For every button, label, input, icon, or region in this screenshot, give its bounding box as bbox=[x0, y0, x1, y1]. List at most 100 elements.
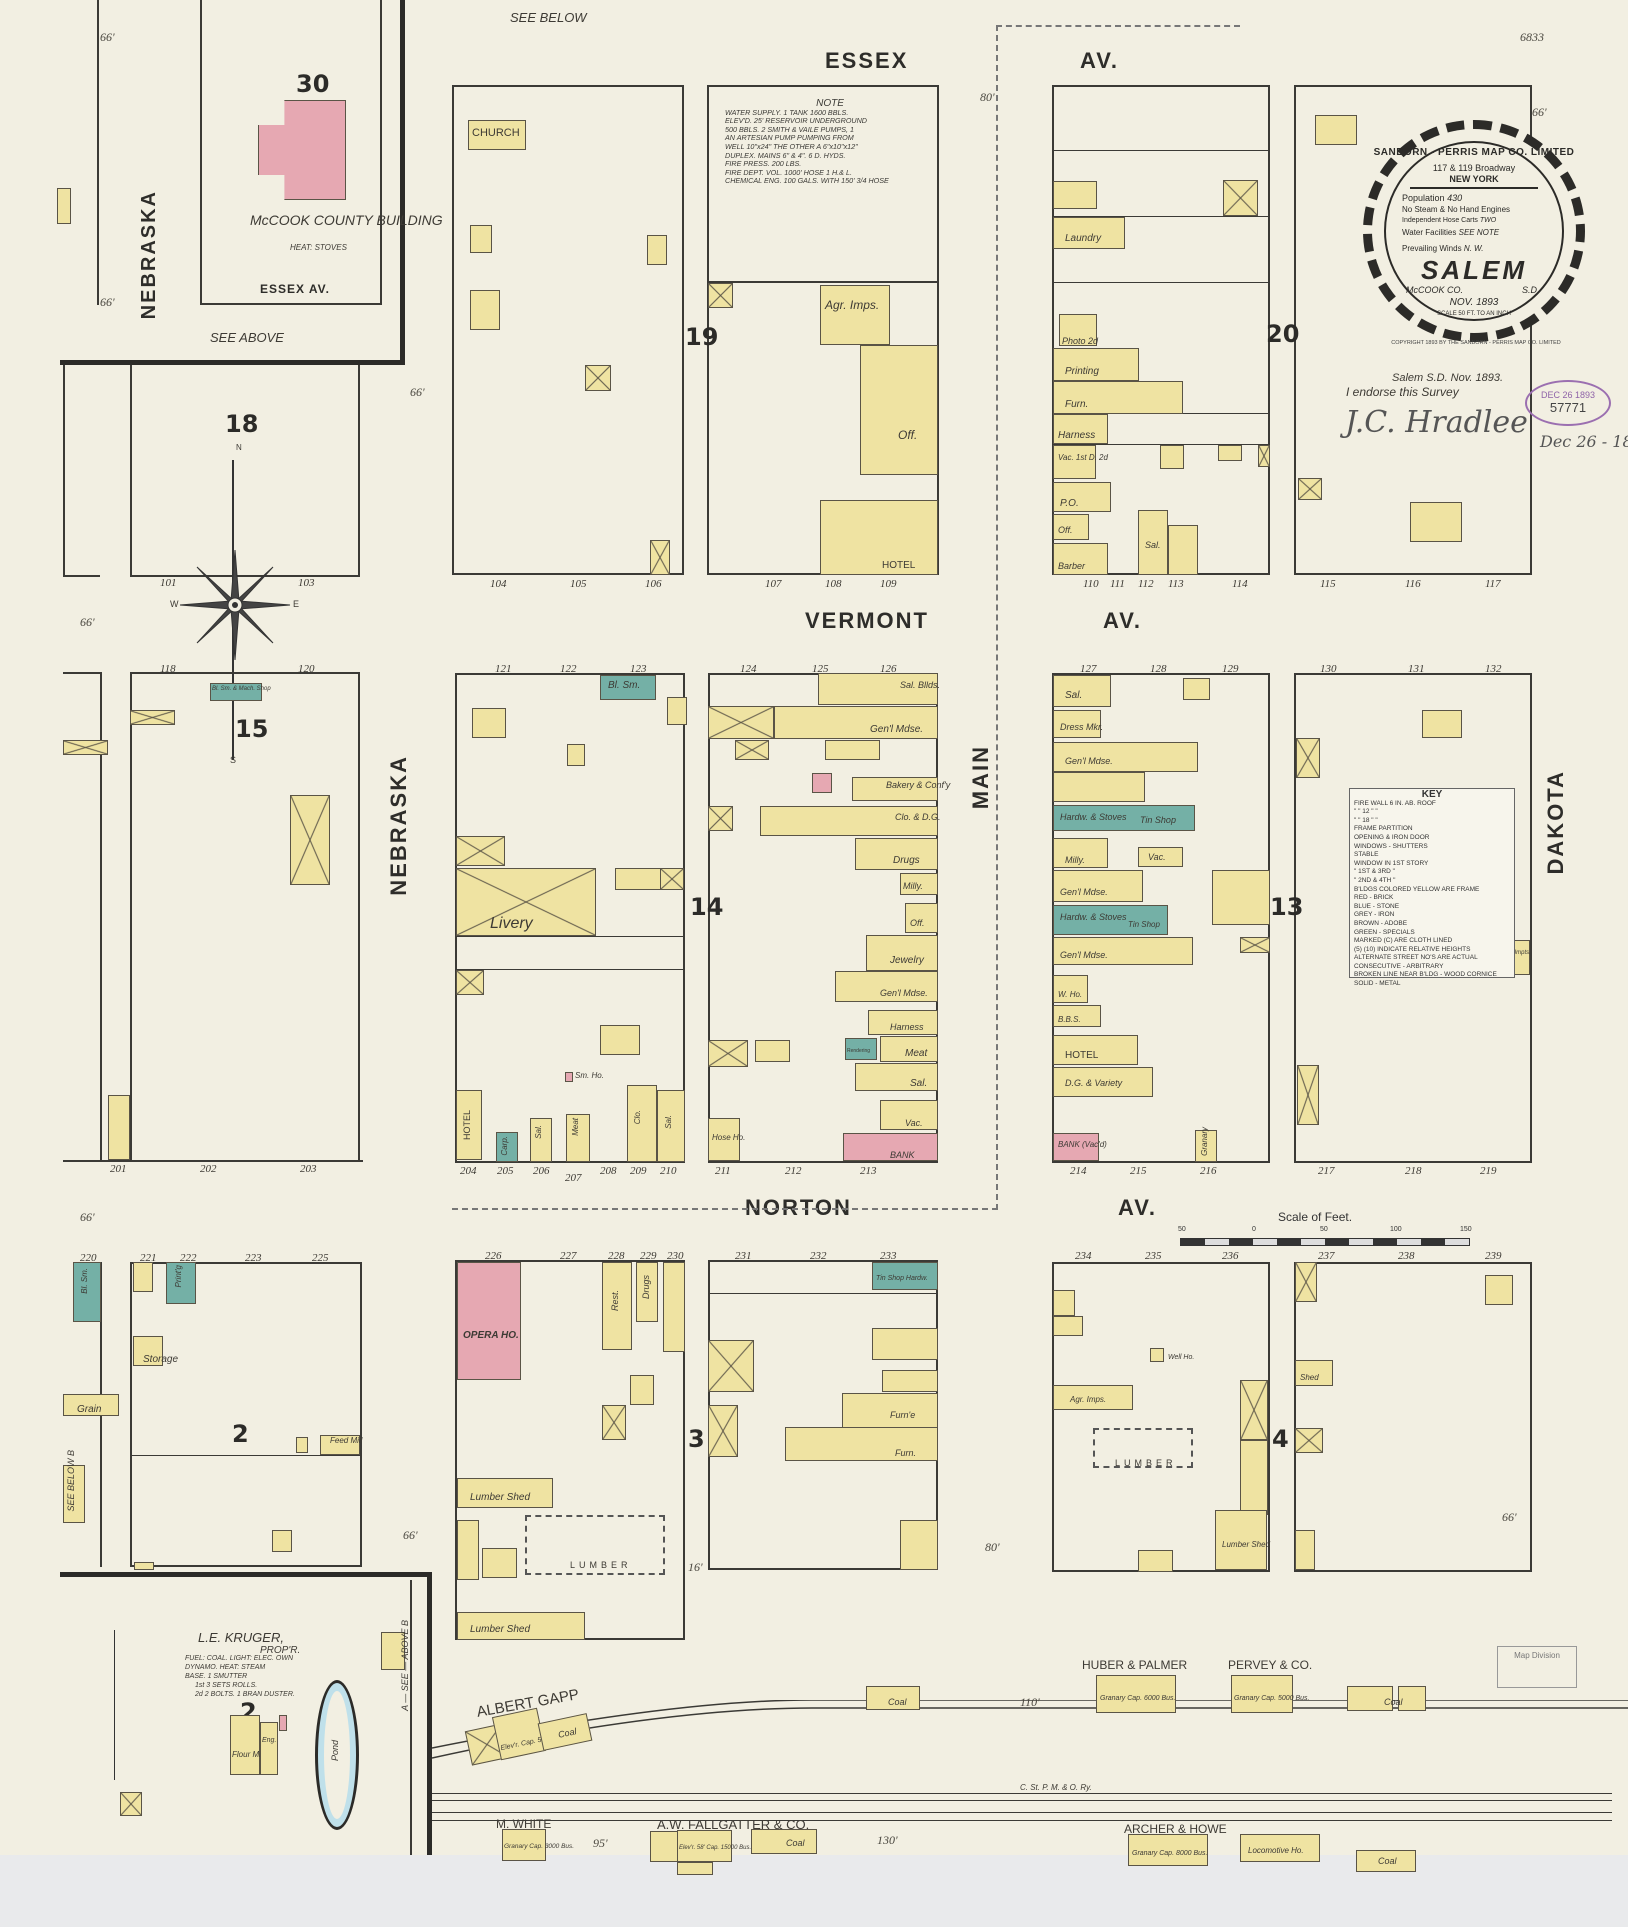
lot-line bbox=[1052, 282, 1270, 283]
grain bbox=[63, 1394, 119, 1416]
building bbox=[708, 806, 733, 831]
lot-number: 121 bbox=[495, 663, 512, 675]
block-2 bbox=[130, 1262, 362, 1567]
feed-mill bbox=[320, 1435, 360, 1455]
genl-mdse-label-5: Gen'l Mdse. bbox=[1060, 950, 1108, 960]
street-label-nebraska: NEBRASKA bbox=[386, 755, 411, 896]
mill-note-5: 2d 2 BOLTS. 1 BRAN DUSTER. bbox=[195, 1691, 295, 1698]
coal-shed bbox=[1398, 1686, 1426, 1711]
inset-border-right bbox=[400, 0, 405, 365]
lot-number: 114 bbox=[1232, 578, 1248, 590]
see-above-b: A — SEE — ABOVE B bbox=[400, 1620, 410, 1711]
building bbox=[63, 740, 108, 755]
street-width: 66' bbox=[80, 615, 95, 629]
building bbox=[708, 1340, 754, 1392]
block-20-east bbox=[1294, 85, 1532, 575]
lot-number: 128 bbox=[1150, 663, 1167, 675]
lot-number: 233 bbox=[880, 1250, 897, 1262]
chimney bbox=[279, 1715, 287, 1731]
building bbox=[1258, 445, 1270, 467]
vac-d-label: Vac. 1st D. 2d bbox=[1058, 453, 1108, 462]
lot-number: 123 bbox=[630, 663, 647, 675]
key-line: " 2ND & 4TH " bbox=[1354, 876, 1396, 884]
sheet-boundary-line bbox=[996, 25, 998, 1210]
coal-shed bbox=[751, 1829, 817, 1854]
shed bbox=[1295, 1360, 1333, 1386]
lot-number: 225 bbox=[312, 1252, 329, 1264]
key-line: BROKEN LINE NEAR B'LDG - WOOD CORNICE bbox=[1354, 971, 1497, 979]
railway-label: C. St. P. M. & O. Ry. bbox=[1020, 1783, 1092, 1792]
coal-label-3: Coal bbox=[1384, 1697, 1403, 1707]
lot-line bbox=[455, 936, 685, 937]
well-ho-label: Well Ho. bbox=[1168, 1354, 1195, 1361]
vacant bbox=[1138, 847, 1183, 867]
saloon bbox=[657, 1090, 685, 1162]
livery-label: Livery bbox=[490, 915, 533, 932]
general-merchandise bbox=[1053, 937, 1193, 965]
clothing-dry-goods bbox=[760, 806, 938, 836]
seal-population: Population 430 bbox=[1402, 193, 1462, 203]
building bbox=[585, 365, 611, 391]
rendering-label: Rendering bbox=[847, 1048, 871, 1054]
storage bbox=[133, 1336, 163, 1366]
winds-value: N. W. bbox=[1463, 244, 1484, 253]
compass-n: N bbox=[236, 443, 242, 452]
dg-variety-label: D.G. & Variety bbox=[1065, 1078, 1123, 1088]
coal-label-2: Coal bbox=[888, 1697, 907, 1707]
furn-label: Furn. bbox=[1065, 399, 1089, 410]
livery bbox=[456, 868, 596, 936]
lot-line bbox=[1052, 216, 1270, 217]
block-number-2: 2 bbox=[232, 1420, 249, 1448]
street-width: 80' bbox=[980, 90, 995, 104]
bakery bbox=[852, 777, 938, 801]
building bbox=[708, 283, 733, 308]
office bbox=[1053, 514, 1089, 540]
building bbox=[1183, 678, 1210, 700]
street-label-nebraska-inset: NEBRASKA bbox=[138, 190, 160, 320]
seal-address: 117 & 119 Broadway bbox=[1432, 163, 1516, 173]
lot-line bbox=[1052, 150, 1270, 151]
seal-water: Water Facilities SEE NOTE bbox=[1402, 228, 1499, 237]
dwelling bbox=[600, 1025, 640, 1055]
saloon-billiards bbox=[818, 673, 938, 705]
lot-number: 116 bbox=[1405, 578, 1421, 590]
sal-label: Sal. bbox=[1145, 540, 1161, 550]
lot-number: 202 bbox=[200, 1163, 217, 1175]
elevator-extension bbox=[677, 1862, 713, 1875]
lot-number: 112 bbox=[1138, 578, 1154, 590]
key-line: WINDOWS - SHUTTERS bbox=[1354, 842, 1428, 850]
building bbox=[1160, 445, 1184, 469]
elevator bbox=[491, 1707, 547, 1761]
inset-street-line bbox=[200, 0, 202, 305]
note-line: FIRE DEPT. VOL. 1000' HOSE 1 H.& L. bbox=[725, 167, 852, 177]
lot-number: 118 bbox=[160, 663, 176, 675]
bank-vacant bbox=[1053, 1133, 1099, 1161]
off-label-2: Off. bbox=[1058, 525, 1073, 535]
lumber-shed bbox=[457, 1478, 553, 1508]
distance: 130' bbox=[877, 1833, 898, 1847]
granary bbox=[1128, 1834, 1208, 1866]
street-label-main: MAIN bbox=[968, 745, 993, 810]
dry-goods-variety bbox=[1053, 1067, 1153, 1097]
off-label: Off. bbox=[898, 428, 918, 442]
hose-house bbox=[708, 1118, 740, 1161]
granary-label-ah: Granary Cap. 8000 Bus. bbox=[1132, 1850, 1208, 1857]
shed-label: Shed bbox=[1300, 1373, 1319, 1382]
key-line: OPENING & IRON DOOR bbox=[1354, 833, 1430, 841]
lot-number: 210 bbox=[660, 1165, 677, 1177]
lot-number: 127 bbox=[1080, 663, 1097, 675]
flour-mill-label: Flour Mill bbox=[232, 1750, 265, 1759]
lot-number: 239 bbox=[1485, 1250, 1502, 1262]
lot-number: 238 bbox=[1398, 1250, 1415, 1262]
drugs bbox=[636, 1262, 658, 1322]
key-line: GREEN - SPECIALS bbox=[1354, 928, 1415, 936]
well-house bbox=[1150, 1348, 1164, 1362]
street-label-norton-av: AV. bbox=[1118, 1195, 1158, 1220]
key-line: CONSECUTIVE - ARBITRARY bbox=[1354, 962, 1444, 970]
building bbox=[735, 740, 769, 760]
oven bbox=[812, 773, 832, 793]
printing-office bbox=[166, 1262, 196, 1304]
general-merchandise bbox=[663, 1262, 685, 1352]
printing bbox=[1053, 348, 1139, 381]
key-line: SOLID - METAL bbox=[1354, 980, 1401, 988]
